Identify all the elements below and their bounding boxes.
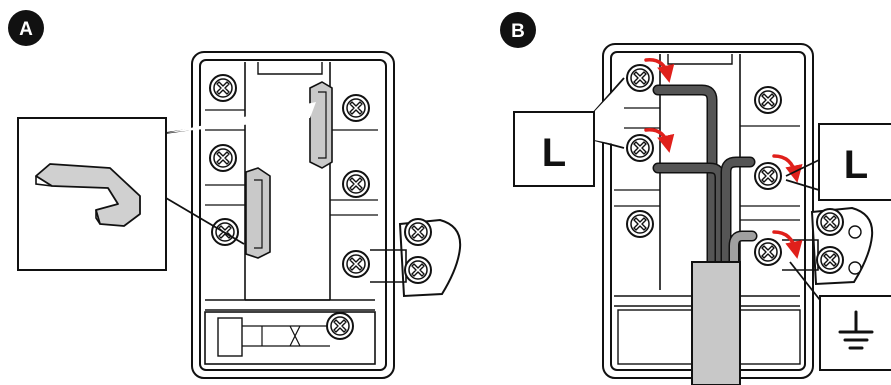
screw-icon <box>209 144 237 172</box>
live-callout-left: L <box>513 77 625 187</box>
screw-icon <box>404 256 432 284</box>
earth-callout <box>789 261 891 371</box>
panel-a: A <box>8 10 462 379</box>
screw-icon <box>754 162 782 190</box>
badge-b: B <box>500 12 536 48</box>
link-highlight-upper <box>309 81 333 169</box>
tighten-arrow-icons <box>644 58 803 259</box>
link-bar-icon <box>35 163 141 227</box>
screw-icon <box>754 238 782 266</box>
socket-housing-a <box>191 51 395 379</box>
link-highlight-lower <box>245 167 271 259</box>
wires <box>652 84 758 274</box>
cable-sheath <box>691 261 741 385</box>
screw-icon <box>404 218 432 246</box>
screw-icon <box>816 208 844 236</box>
screw-icon <box>626 134 654 162</box>
screw-icon <box>754 86 782 114</box>
badge-b-label: B <box>511 21 525 42</box>
badge-a: A <box>8 10 44 46</box>
screw-icon <box>626 64 654 92</box>
link-callout <box>17 102 316 271</box>
screw-icon <box>342 170 370 198</box>
screw-icon <box>326 312 354 340</box>
screw-icon <box>816 246 844 274</box>
earth-symbol-icon <box>838 310 874 350</box>
screw-icon <box>209 74 237 102</box>
screw-icon <box>342 94 370 122</box>
live-label-left: L <box>542 131 566 175</box>
panel-b: B <box>500 12 891 385</box>
live-label-right: L <box>844 143 868 187</box>
live-callout-right: L <box>785 123 891 201</box>
badge-a-label: A <box>19 19 33 40</box>
screw-icon <box>342 250 370 278</box>
screw-icon <box>626 210 654 238</box>
